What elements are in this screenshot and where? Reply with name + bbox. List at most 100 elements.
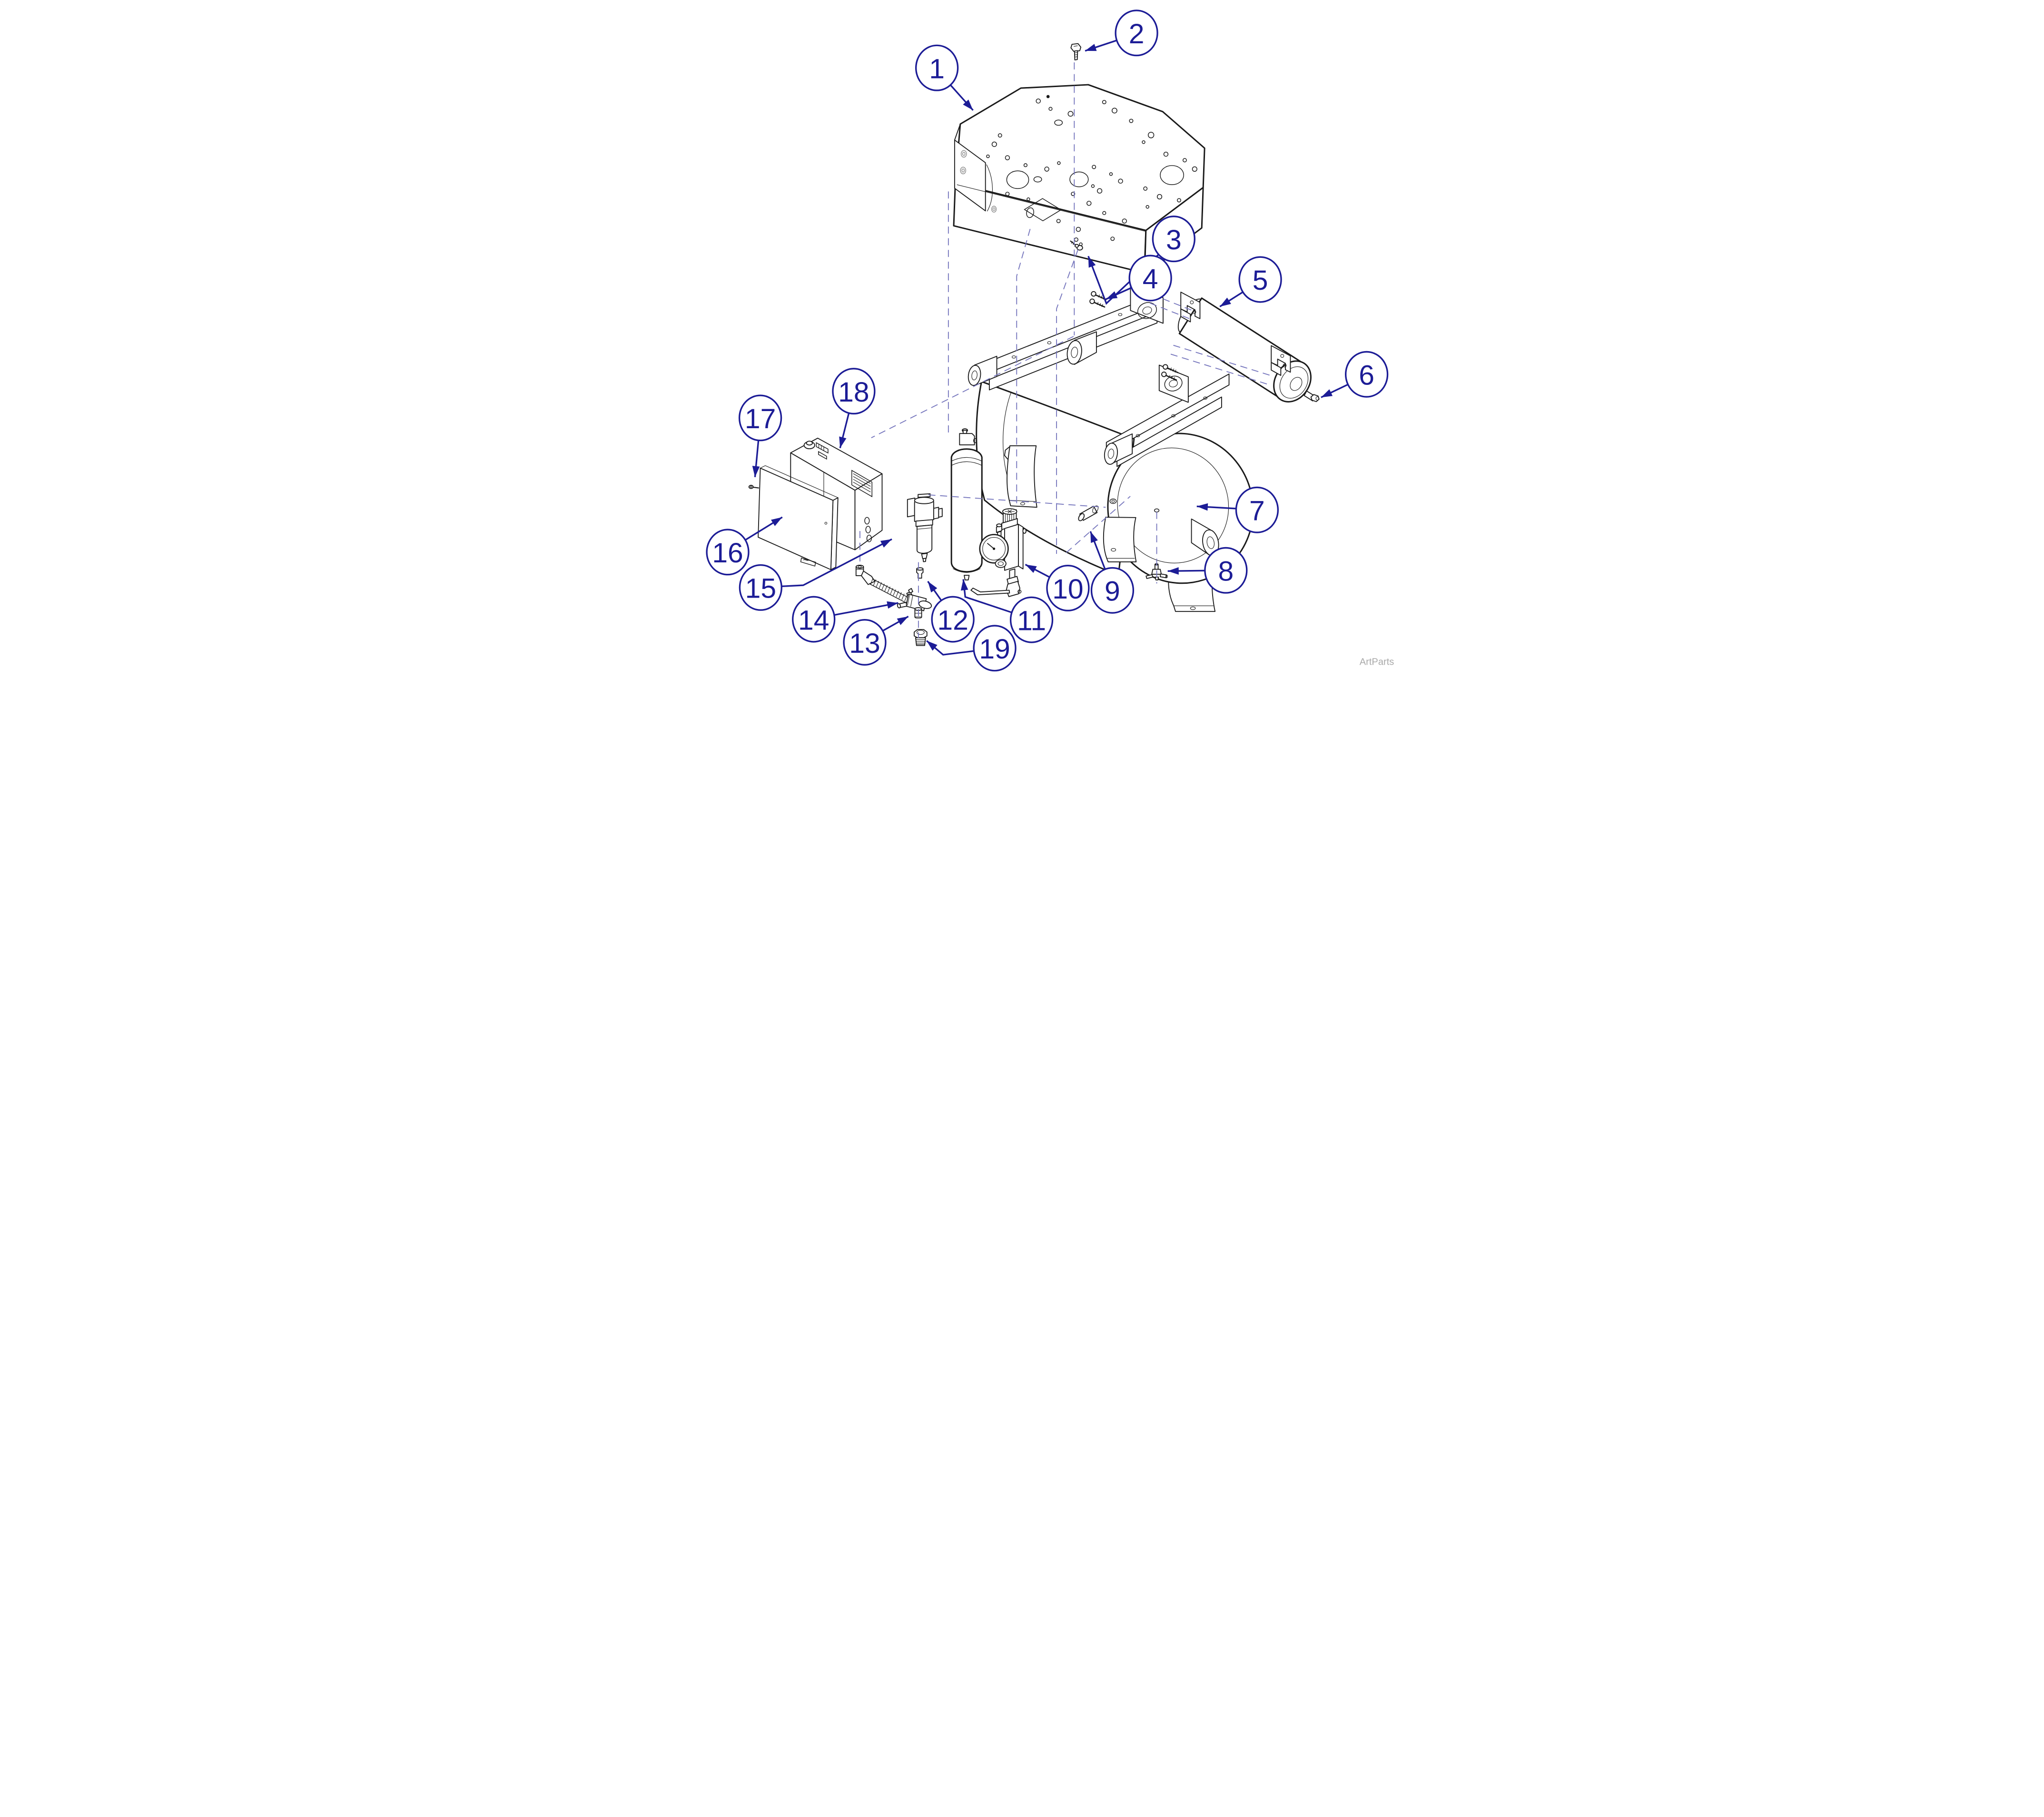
callout-6: 6 [1320, 351, 1388, 398]
callout-5: 5 [1219, 256, 1282, 307]
callout-9: 9 [1089, 531, 1134, 614]
callout-number: 2 [1128, 19, 1144, 49]
plate-screw [1070, 43, 1081, 60]
callout-16: 16 [705, 516, 783, 576]
tank-drain-valve [1145, 563, 1168, 580]
leader-arrowhead [1090, 531, 1098, 543]
callout-circle [931, 596, 975, 643]
callout-18: 18 [831, 368, 876, 449]
callout-8: 8 [1167, 547, 1247, 594]
callout-number: 6 [1359, 360, 1374, 391]
leader-arrowhead [886, 601, 898, 609]
callout-circle [831, 368, 876, 415]
callout-number: 15 [745, 573, 776, 604]
callout-number: 5 [1252, 265, 1268, 296]
hex-plug [913, 629, 928, 646]
plate-holes [986, 95, 1197, 241]
assembly-dashed-lines [859, 62, 1273, 638]
callout-number: 10 [1052, 574, 1083, 605]
leader-arrowhead [1025, 564, 1037, 573]
leader-arrowhead [960, 579, 968, 591]
callout-circle [842, 619, 887, 666]
muffler-assembly [1177, 291, 1320, 403]
callout-circle [1009, 596, 1053, 643]
spring-hose [869, 579, 908, 603]
leader-arrowhead [1167, 567, 1179, 575]
callout-circle [1204, 547, 1247, 594]
leader-arrowhead [1219, 297, 1231, 307]
callout-number: 17 [744, 403, 775, 434]
callout-number: 3 [1165, 225, 1181, 255]
hose-regulator-assembly [855, 565, 932, 611]
valve-lever [970, 588, 1010, 596]
callout-2: 2 [1085, 10, 1158, 57]
callout-circle [1090, 567, 1134, 614]
leader-arrowhead [1196, 503, 1208, 511]
callout-number: 19 [979, 634, 1010, 665]
callout-11: 11 [960, 579, 1053, 643]
muffler-bracket-right [1270, 345, 1291, 376]
callout-13: 13 [842, 616, 908, 666]
callout-number: 9 [1105, 576, 1120, 607]
callout-circle [705, 529, 750, 576]
leader-arrowhead [926, 640, 938, 651]
plate-grommets [959, 150, 997, 213]
callout-number: 16 [712, 538, 743, 569]
flange-screw [1069, 240, 1083, 251]
callout-circle [1114, 10, 1158, 57]
callout-number: 11 [1017, 605, 1046, 636]
callout-number: 8 [1218, 556, 1234, 587]
callout-circle [915, 44, 958, 91]
callout-circle [1344, 351, 1388, 398]
callout-number: 4 [1142, 264, 1158, 295]
callout-14: 14 [791, 596, 899, 643]
callout-number: 18 [838, 377, 869, 408]
muffler-bracket-left [1180, 291, 1200, 323]
dryer-canister [950, 428, 983, 580]
leader-arrowhead [839, 436, 846, 448]
leader-arrowhead [1085, 44, 1096, 51]
panel-logo [800, 557, 816, 567]
callout-12: 12 [927, 580, 975, 643]
leader-arrowhead [1088, 256, 1096, 268]
callout-19: 19 [926, 625, 1017, 672]
panel-screw [748, 485, 759, 489]
tank-leg-front-left [1006, 445, 1037, 508]
leader-arrowhead [1106, 291, 1117, 299]
callout-4: 4 [1105, 255, 1172, 302]
leader-arrowhead [897, 616, 908, 625]
callout-3: 3 [1087, 216, 1195, 305]
outlet-fitting [916, 567, 924, 579]
muffler-end-fitting [1303, 390, 1320, 403]
tank-leg-front-right [1103, 517, 1136, 562]
mounting-rail-left [968, 284, 1164, 391]
callout-circle [738, 394, 782, 442]
watermark: ArtParts [1359, 657, 1394, 668]
air-filter [907, 493, 943, 562]
leader-arrowhead [962, 99, 973, 110]
callout-circle [972, 625, 1017, 672]
leader-arrowhead [752, 466, 760, 477]
callout-circle [1046, 565, 1090, 612]
mounting-rail-right [1104, 364, 1229, 557]
callout-15: 15 [739, 538, 892, 611]
mounting-bolts-left [1089, 291, 1106, 308]
leader-arrowhead [1321, 389, 1333, 398]
regulator-gauge-valve [970, 508, 1027, 597]
callout-number: 1 [929, 53, 945, 84]
callout-17: 17 [738, 394, 782, 477]
callout-10: 10 [1025, 564, 1090, 612]
callout-circle [739, 564, 782, 611]
leader-line [781, 538, 892, 588]
mounting-bolts-right [1161, 364, 1178, 381]
callout-circle [1235, 486, 1279, 533]
callout-circle [1128, 255, 1172, 302]
callout-circle [1238, 256, 1282, 303]
leader-arrowhead [770, 517, 782, 526]
callout-number: 7 [1249, 495, 1265, 526]
leader-arrowhead [928, 581, 937, 593]
callout-7: 7 [1196, 486, 1279, 533]
callout-circle [1152, 216, 1195, 263]
